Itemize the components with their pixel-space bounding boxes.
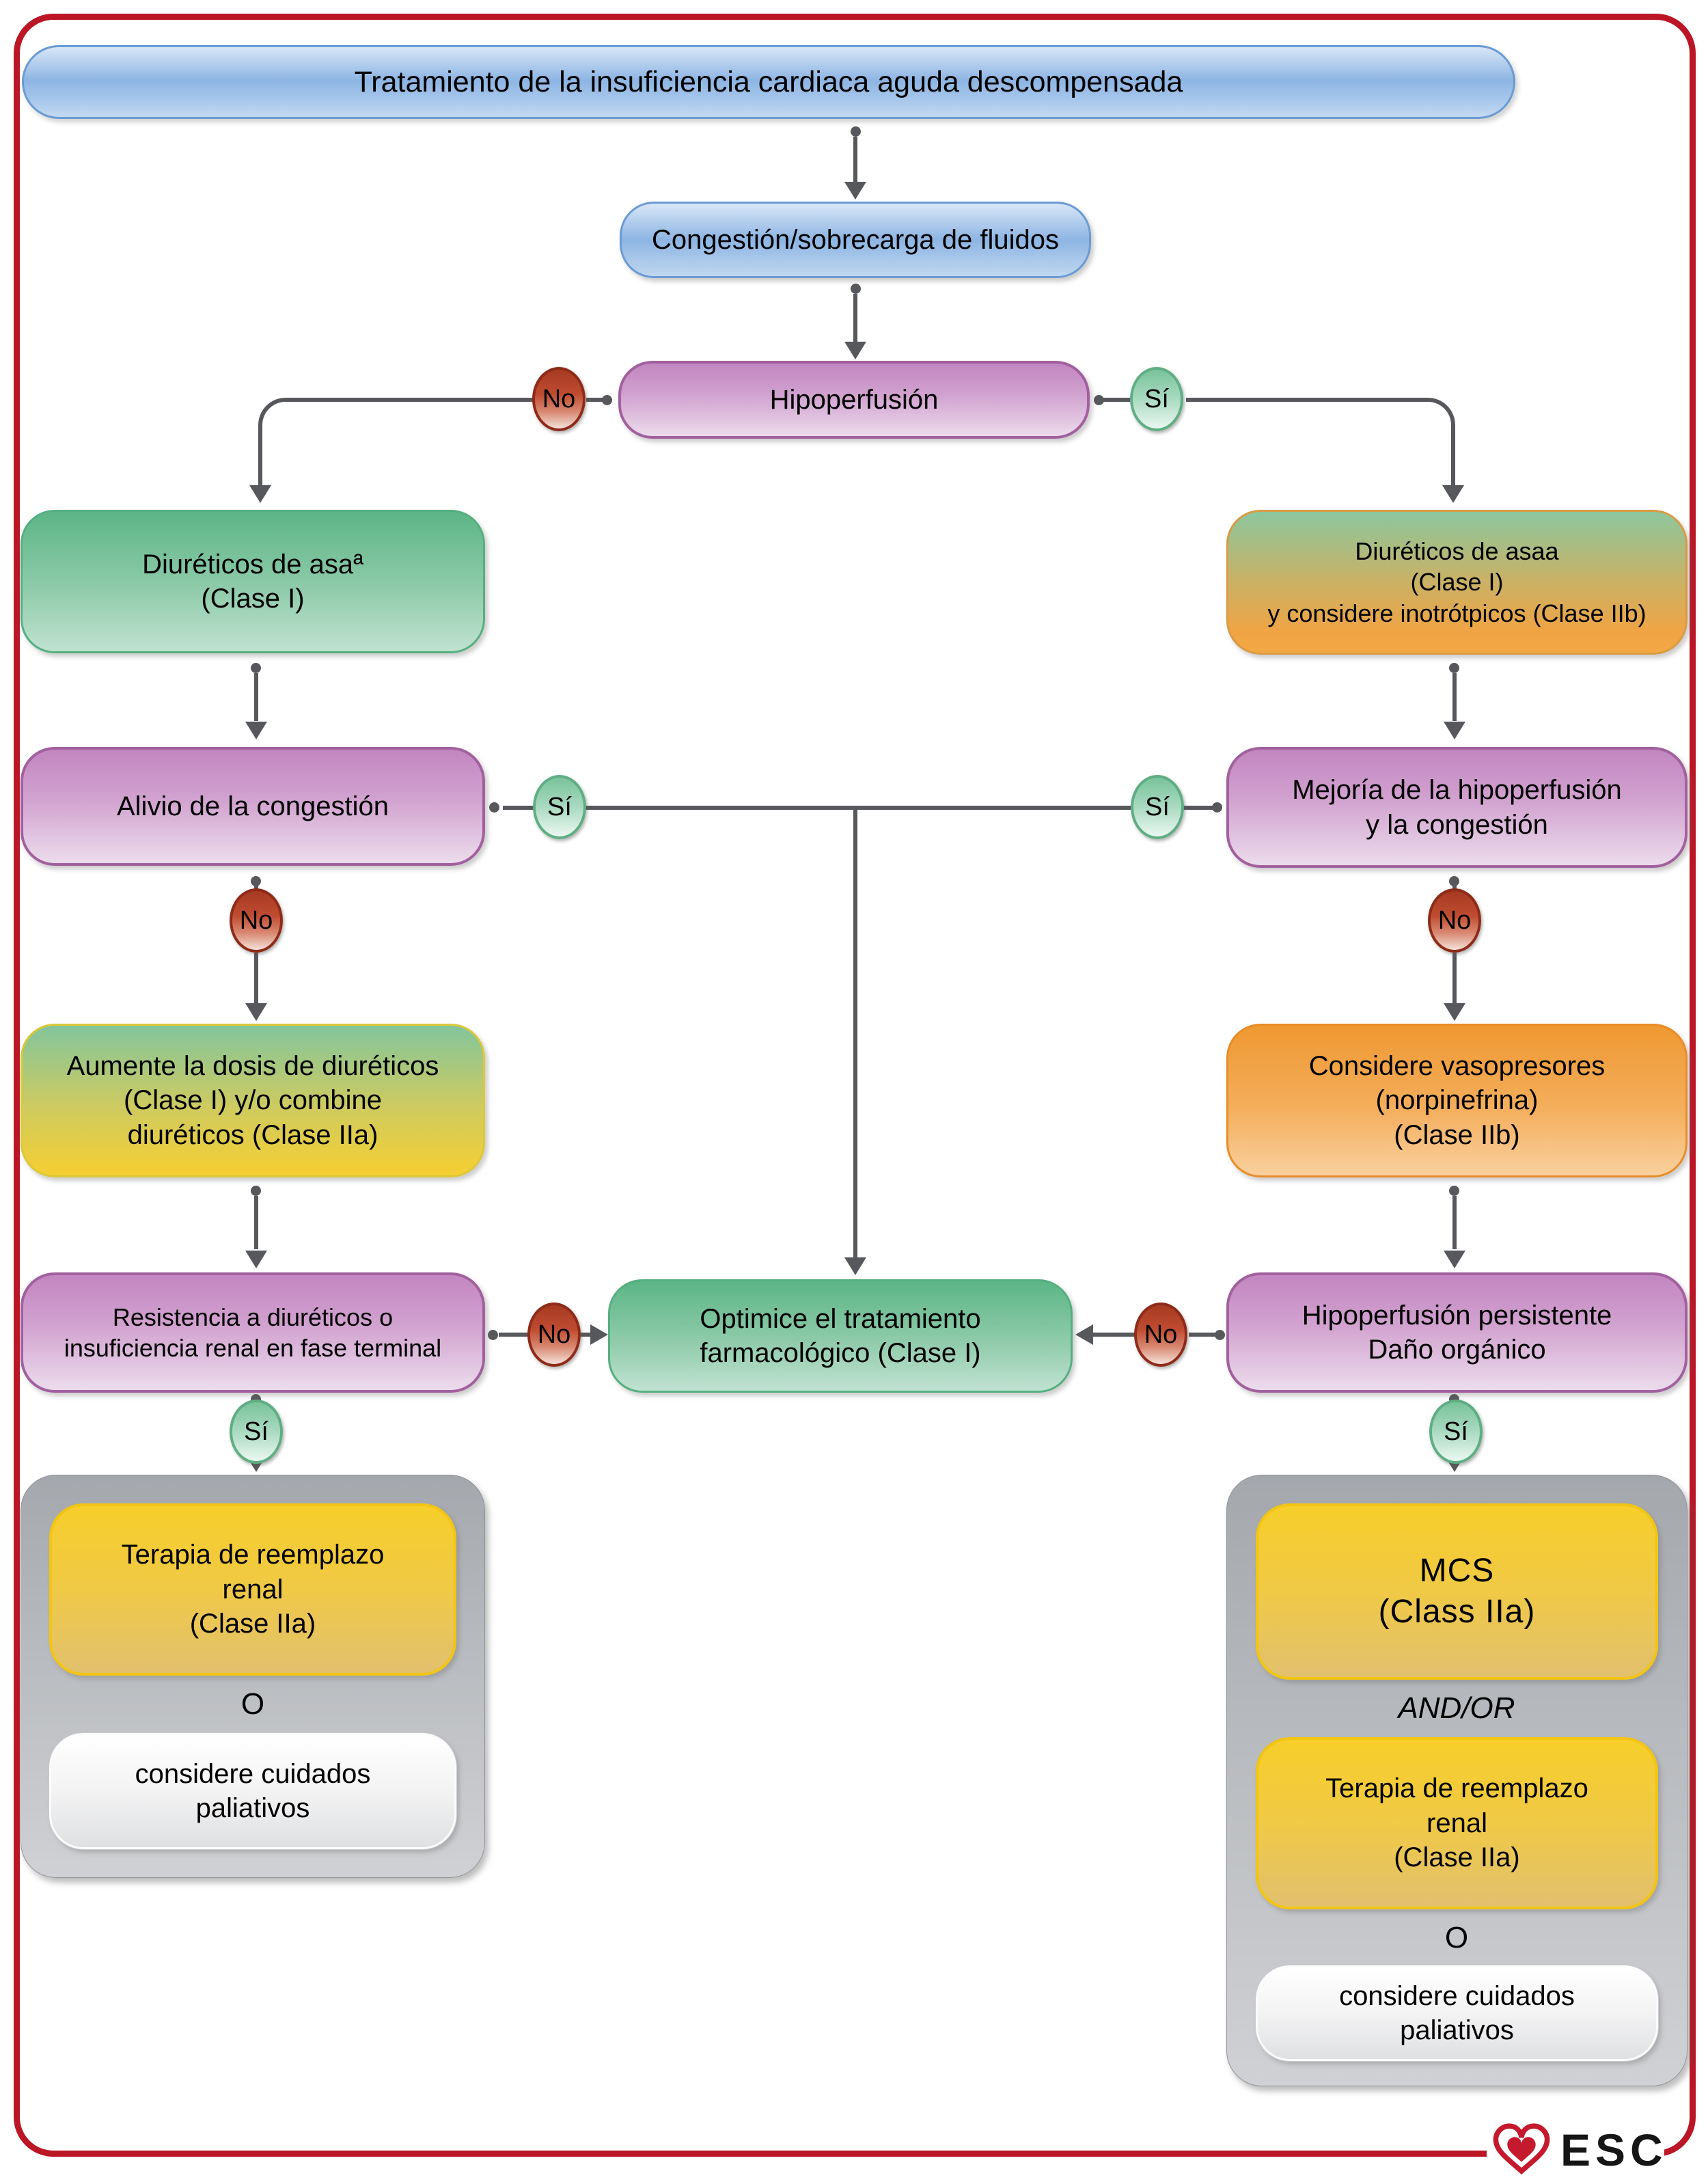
arrow-left-icon xyxy=(1075,1324,1093,1345)
node-mejoria: Mejoría de la hipoperfusión y la congest… xyxy=(1226,747,1688,868)
connector-line xyxy=(254,1196,258,1249)
badge-no: No xyxy=(527,1303,581,1367)
connector-line xyxy=(1189,1333,1217,1337)
arrow-right-icon xyxy=(590,1324,608,1345)
connector-line xyxy=(1093,1333,1135,1337)
arrow-down-icon xyxy=(245,1251,267,1268)
connector-line xyxy=(586,398,605,402)
connector-dot xyxy=(251,663,261,673)
badge-si: Sí xyxy=(230,1400,283,1464)
badge-si: Sí xyxy=(533,775,586,839)
node-diureticos-der: Diuréticos de asaa (Clase I) y considere… xyxy=(1226,510,1688,655)
arrow-down-icon xyxy=(245,1003,267,1021)
arrow-down-icon xyxy=(245,722,267,739)
node-alivio: Alivio de la congestión xyxy=(20,747,485,866)
connector-dot xyxy=(1215,1330,1225,1340)
connector-dot xyxy=(251,876,261,886)
node-paliativos-der: considere cuidados paliativos xyxy=(1256,1965,1658,2061)
connector-line xyxy=(503,806,1217,810)
arrow-down-icon xyxy=(1444,1251,1465,1268)
connector-line xyxy=(254,673,258,721)
connector-dot xyxy=(602,395,612,405)
connector-dot xyxy=(489,802,499,813)
connector-line xyxy=(1186,398,1427,402)
connector-corner xyxy=(258,398,288,428)
node-congestion: Congestión/sobrecarga de fluidos xyxy=(620,202,1091,278)
node-aumente: Aumente la dosis de diuréticos (Clase I)… xyxy=(20,1024,485,1177)
badge-si: Sí xyxy=(1429,1400,1483,1464)
badge-no: No xyxy=(1428,888,1481,953)
connector-dot xyxy=(1449,663,1459,673)
badge-si: Sí xyxy=(1130,367,1183,431)
arrow-down-icon xyxy=(844,342,866,359)
connector-line xyxy=(853,808,857,1257)
node-hipoperfusion: Hipoperfusión xyxy=(618,361,1090,439)
badge-no: No xyxy=(1134,1303,1187,1367)
connector-dot xyxy=(488,1330,498,1340)
node-terapia-renal-der: Terapia de reemplazo renal (Clase IIa) xyxy=(1256,1737,1658,1909)
connector-line xyxy=(581,1333,592,1337)
badge-no: No xyxy=(230,888,283,953)
node-terapia-renal-izq: Terapia de reemplazo renal (Clase IIa) xyxy=(49,1503,456,1676)
node-paliativos-izq: considere cuidados paliativos xyxy=(49,1733,456,1849)
node-persistente: Hipoperfusión persistente Daño orgánico xyxy=(1226,1272,1688,1393)
connector-line xyxy=(1451,426,1455,487)
connector-line xyxy=(853,137,857,182)
esc-heart-icon xyxy=(1493,2123,1550,2174)
label-o-izq: O xyxy=(240,1687,265,1721)
connector-line xyxy=(1103,398,1130,402)
node-diureticos-izq: Diuréticos de asaª (Clase I) xyxy=(20,510,485,653)
arrow-down-icon xyxy=(844,182,866,200)
label-and-or: AND/OR xyxy=(1398,1691,1515,1725)
connector-dot xyxy=(851,284,861,294)
connector-line xyxy=(287,398,533,402)
connector-line xyxy=(1452,673,1457,721)
connector-line xyxy=(258,426,262,487)
arrow-down-icon xyxy=(249,485,271,503)
arrow-down-icon xyxy=(1442,485,1464,503)
connector-dot xyxy=(1449,1186,1459,1196)
connector-line xyxy=(499,1333,529,1337)
connector-line xyxy=(254,953,258,1003)
node-vasopresores: Considere vasopresores (norpinefrina) (C… xyxy=(1226,1024,1688,1177)
node-mcs: MCS (Class IIa) xyxy=(1256,1503,1658,1680)
connector-dot xyxy=(851,126,861,137)
connector-dot xyxy=(1449,876,1459,886)
arrow-down-icon xyxy=(844,1257,866,1275)
badge-si: Sí xyxy=(1131,775,1184,839)
red-frame-border xyxy=(14,14,1696,2157)
connector-dot xyxy=(1094,395,1104,405)
connector-line xyxy=(1452,953,1457,1003)
node-resistencia: Resistencia a diuréticos o insuficiencia… xyxy=(20,1272,485,1393)
arrow-down-icon xyxy=(1444,722,1465,739)
label-o-der: O xyxy=(1444,1921,1469,1954)
connector-dot xyxy=(251,1186,261,1196)
title-box: Tratamiento de la insuficiencia cardiaca… xyxy=(22,45,1515,119)
arrow-down-icon xyxy=(1444,1003,1465,1021)
badge-no: No xyxy=(532,367,586,431)
esc-logo-text: ESC xyxy=(1560,2125,1668,2175)
node-optimice: Optimice el tratamiento farmacológico (C… xyxy=(608,1279,1073,1393)
connector-line xyxy=(1452,1196,1457,1249)
connector-line xyxy=(853,294,857,342)
